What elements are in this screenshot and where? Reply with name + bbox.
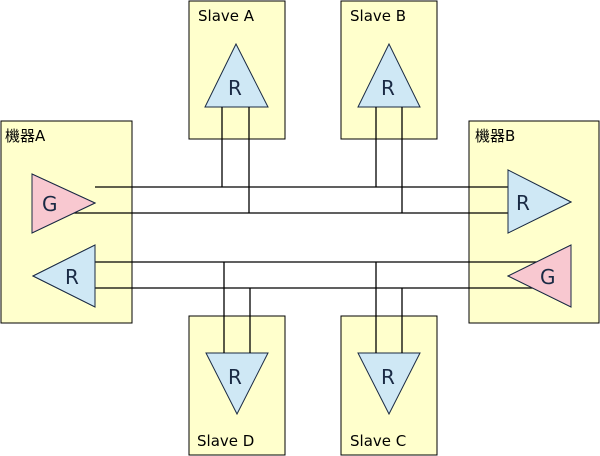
bus-wires	[68, 186, 538, 289]
device-b-label: 機器B	[475, 127, 515, 145]
slave-c-receiver-triangle	[357, 352, 421, 416]
slave-d-receiver-symbol: R	[228, 365, 242, 389]
slave-d: Slave D R	[188, 262, 286, 456]
device-a-generator-symbol-front: G	[42, 192, 58, 216]
slave-c-label: Slave C	[350, 432, 406, 450]
device-a-generator-triangle-front	[31, 173, 97, 234]
slave-d-receiver-triangle	[205, 352, 269, 416]
device-b-receiver-triangle-front	[507, 169, 573, 234]
slave-c-receiver-symbol: R	[381, 365, 395, 389]
device-b-receiver-symbol-front: R	[516, 191, 530, 215]
device-b: 機器B R G	[468, 120, 600, 324]
device-a-label: 機器A	[5, 127, 46, 145]
slave-a: Slave A R	[188, 0, 286, 213]
device-b-generator-triangle-front	[506, 244, 572, 308]
slave-a-receiver-triangle	[204, 42, 269, 108]
device-b-generator-symbol-front: G	[540, 265, 556, 289]
slave-b: Slave B R	[340, 0, 438, 213]
device-b-box	[468, 120, 600, 324]
slave-a-label: Slave A	[198, 7, 255, 25]
bus-wires-overlay: G R R G	[31, 169, 573, 308]
slave-a-receiver-symbol: R	[228, 76, 242, 100]
slave-b-receiver-triangle	[357, 42, 421, 108]
slave-d-label: Slave D	[197, 432, 254, 450]
slave-b-label: Slave B	[350, 7, 406, 25]
device-a-receiver-symbol-front: R	[65, 265, 79, 289]
device-a-receiver-triangle-front	[31, 244, 96, 308]
slave-c: Slave C R	[340, 262, 438, 456]
slave-b-receiver-symbol: R	[381, 76, 395, 100]
